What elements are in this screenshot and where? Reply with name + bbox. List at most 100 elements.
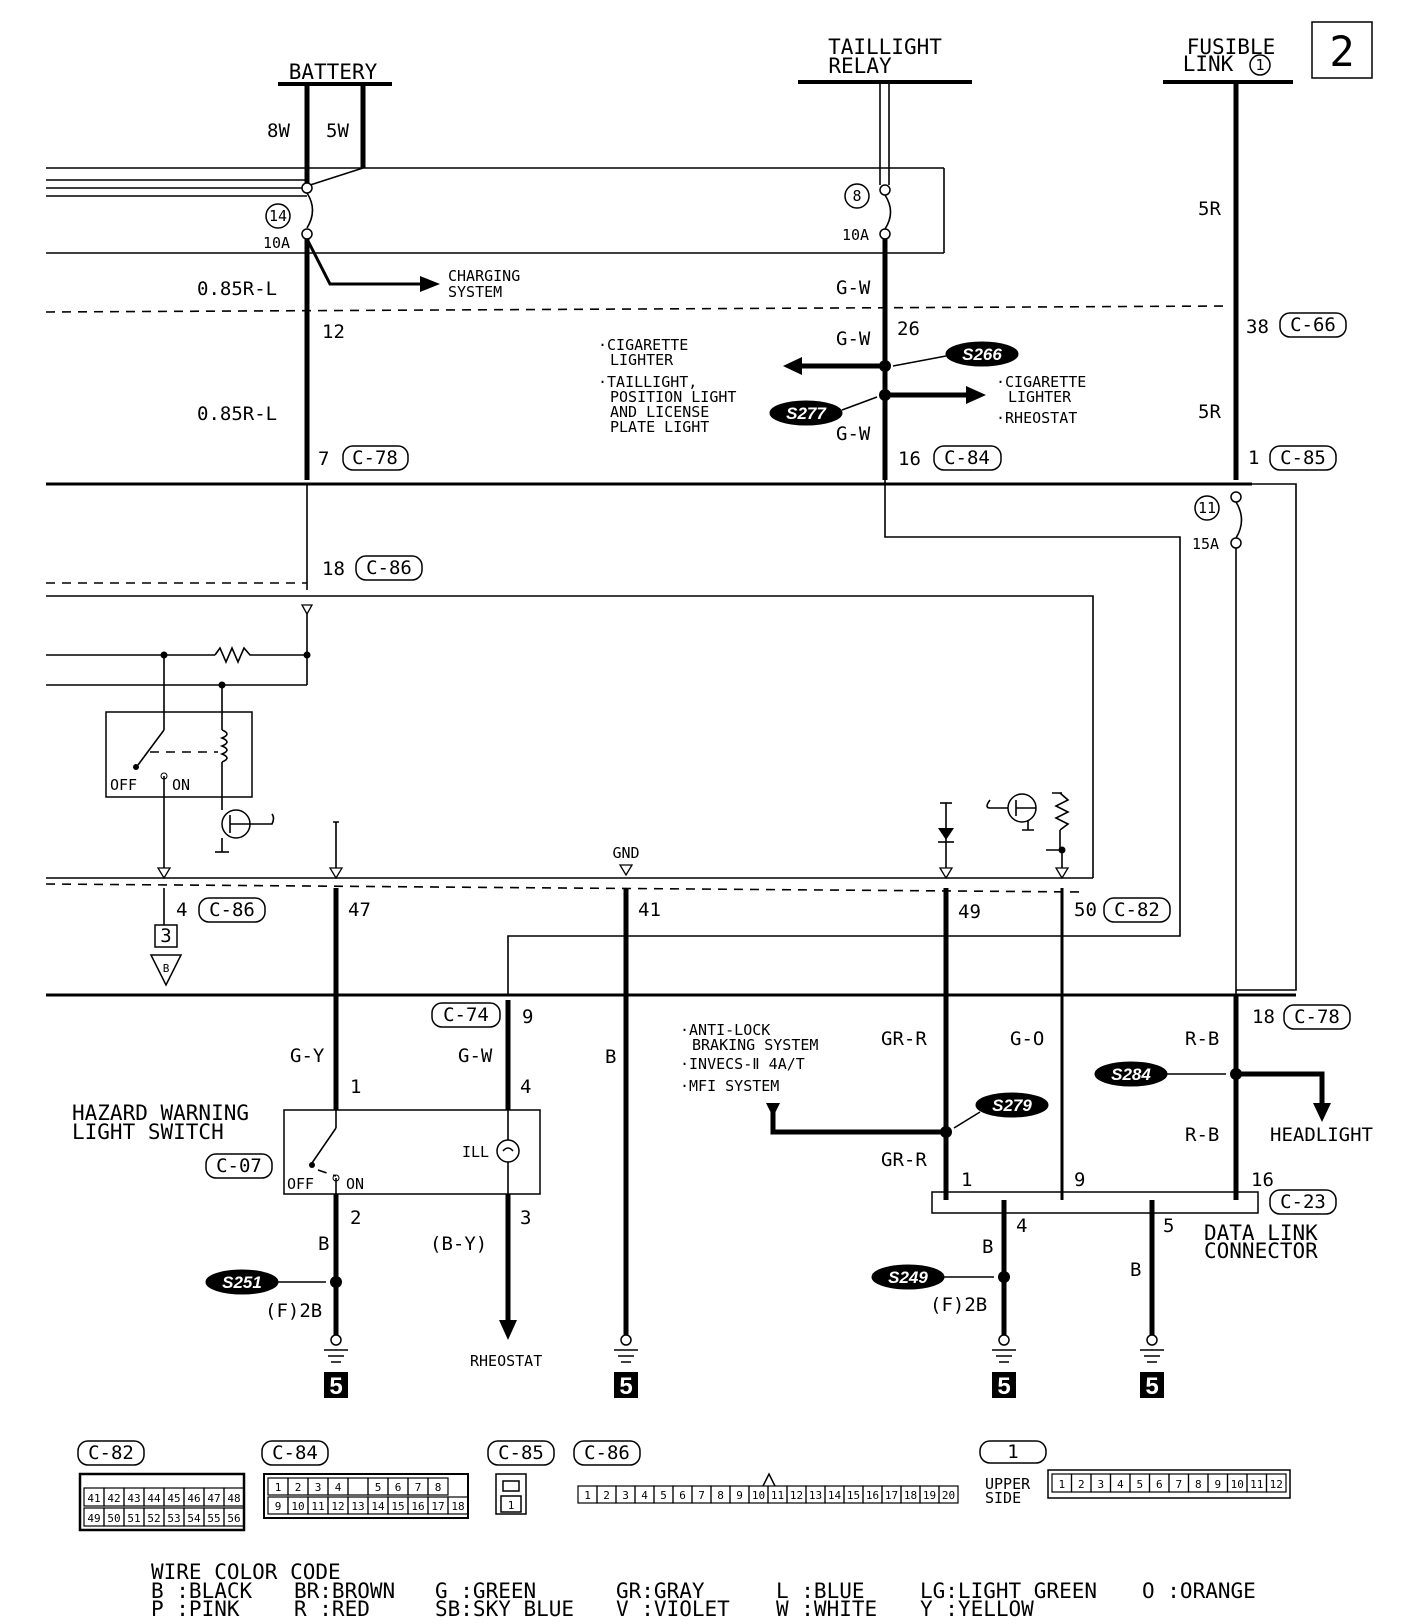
cv-c84-top-pin: 8 bbox=[435, 1481, 442, 1494]
cv-upper-pin: 4 bbox=[1117, 1478, 1124, 1491]
pin47-stub bbox=[333, 821, 339, 868]
abs-label-1: ·ANTI-LOCK bbox=[680, 1021, 770, 1039]
right-label-cig2: LIGHTER bbox=[1008, 388, 1072, 406]
transistor-tail bbox=[250, 813, 275, 825]
battery-label: BATTERY bbox=[289, 60, 378, 84]
loop-right bbox=[1236, 483, 1297, 991]
headlight-arrow bbox=[1313, 1103, 1331, 1122]
ground-symbol-4: 5 bbox=[1140, 1334, 1164, 1400]
abs-label-2: BRAKING SYSTEM bbox=[692, 1036, 818, 1054]
cv-c82-bot-pin: 50 bbox=[107, 1512, 120, 1525]
ground-ref-box-2 bbox=[614, 1372, 638, 1398]
harness-dashed-3 bbox=[45, 883, 1085, 893]
cv-c86-pin: 10 bbox=[752, 1489, 765, 1502]
pin-sw3: 3 bbox=[520, 1207, 531, 1229]
fuse14-bottom-terminal bbox=[301, 228, 313, 240]
connector-c85-frame bbox=[1269, 445, 1337, 471]
cv-c86-key bbox=[762, 1472, 776, 1487]
branch-right-arrow bbox=[966, 386, 986, 404]
legend-entry: Y :YELLOW bbox=[920, 1597, 1034, 1621]
cv-c86-pin: 2 bbox=[603, 1489, 610, 1502]
cv-c84-bot-pin: 10 bbox=[291, 1500, 304, 1513]
fuse11-top-terminal bbox=[1230, 491, 1242, 503]
cv-c82-label: C-82 bbox=[88, 1442, 134, 1464]
b-label-41: B bbox=[605, 1046, 616, 1068]
cv-c86-pin: 11 bbox=[771, 1489, 784, 1502]
pin-1-c85: 1 bbox=[1248, 447, 1259, 469]
r-b-label-2: R-B bbox=[1185, 1124, 1219, 1146]
cv-c84-bot-pin: 9 bbox=[275, 1500, 282, 1513]
cv-upper-body bbox=[1047, 1469, 1291, 1499]
connector-c85: C-85 bbox=[1280, 447, 1326, 469]
pin-sw1: 1 bbox=[350, 1076, 361, 1098]
cv-upper-pin: 2 bbox=[1078, 1478, 1085, 1491]
cv-c82-bot-pin: 51 bbox=[127, 1512, 140, 1525]
gnd-terminal bbox=[618, 864, 634, 877]
upper-side-2: SIDE bbox=[985, 1489, 1021, 1507]
connector-c74-frame bbox=[431, 1002, 501, 1028]
switch-arm bbox=[311, 1127, 337, 1164]
ground-terminal-3 bbox=[998, 1334, 1010, 1346]
cv-c85-frame bbox=[487, 1440, 555, 1466]
cv-c84-top-pin: 7 bbox=[415, 1481, 422, 1494]
f2b-label-2: (F)2B bbox=[930, 1294, 987, 1316]
charging-arrow bbox=[420, 276, 440, 292]
s279-pointer bbox=[953, 1111, 981, 1129]
cv-c82-top-pin: 47 bbox=[207, 1492, 220, 1505]
gr-r-label-2: GR-R bbox=[881, 1149, 927, 1171]
legend-entry: W :WHITE bbox=[776, 1597, 877, 1621]
gnd-label: GND bbox=[612, 844, 639, 862]
cv-c84-top-pin: 3 bbox=[315, 1481, 322, 1494]
cv-c82-top-pin: 44 bbox=[147, 1492, 161, 1505]
input-resistor bbox=[1054, 792, 1070, 831]
connector-c74: C-74 bbox=[443, 1004, 489, 1026]
cv-c82-bot-pin: 55 bbox=[207, 1512, 220, 1525]
ground-terminal-4 bbox=[1146, 1334, 1158, 1346]
cv-one-frame bbox=[979, 1440, 1047, 1464]
ground-lines-2 bbox=[614, 1349, 638, 1363]
cv-c82-top-cell bbox=[223, 1487, 245, 1507]
cv-c86-pin: 5 bbox=[660, 1489, 667, 1502]
right-label-rheo: ·RHEOSTAT bbox=[996, 409, 1077, 427]
fuse14-element bbox=[306, 192, 314, 229]
rheostat-label: RHEOSTAT bbox=[470, 1352, 542, 1370]
cv-c84-label: C-84 bbox=[272, 1442, 318, 1464]
dlc-pin-4: 4 bbox=[1016, 1215, 1027, 1237]
cv-c82-top-pin: 45 bbox=[167, 1492, 180, 1505]
cv-c84-top-pin: 5 bbox=[375, 1481, 382, 1494]
cv-c82-bot-cell bbox=[223, 1507, 245, 1527]
cv-c82-bot-pin: 54 bbox=[187, 1512, 201, 1525]
cv-upper-pin: 9 bbox=[1214, 1478, 1221, 1491]
connector-c07: C-07 bbox=[216, 1155, 262, 1177]
cv-c84-top-pin: 2 bbox=[295, 1481, 302, 1494]
fusible-link-number-circle bbox=[1249, 54, 1271, 76]
g-y-label: G-Y bbox=[290, 1045, 325, 1067]
5r-label-1: 5R bbox=[1198, 198, 1221, 220]
g-w-label-1: G-W bbox=[836, 277, 871, 299]
cv-c86-pin: 6 bbox=[679, 1489, 686, 1502]
ground-ref-box-3 bbox=[992, 1372, 1016, 1398]
fuse11-element bbox=[1235, 501, 1243, 539]
cv-c85-label: C-85 bbox=[498, 1442, 544, 1464]
right-label-cig1: ·CIGARETTE bbox=[996, 373, 1086, 391]
ill-label: ILL bbox=[462, 1143, 489, 1161]
ill-filament bbox=[502, 1147, 514, 1152]
splice-s249-node bbox=[998, 1271, 1010, 1283]
r-l-label-2: 0.85R-L bbox=[197, 403, 277, 425]
pin-47: 47 bbox=[348, 899, 371, 921]
cv-c84-body bbox=[263, 1473, 469, 1519]
ground-lines-4 bbox=[1140, 1349, 1164, 1363]
relay-box bbox=[105, 711, 253, 798]
cv-c86-pin: 8 bbox=[717, 1489, 724, 1502]
ground-ref-box-4 bbox=[1140, 1372, 1164, 1398]
connector-c23-frame bbox=[1269, 1189, 1337, 1215]
ecu-box-outline bbox=[46, 595, 1094, 878]
input-resistor-leads bbox=[1046, 792, 1062, 851]
fuse11-number-circle bbox=[1194, 495, 1220, 521]
cv-upper-pin: 12 bbox=[1270, 1478, 1283, 1491]
f2b-label-1: (F)2B bbox=[265, 1300, 322, 1322]
ill-lamp bbox=[496, 1139, 520, 1163]
